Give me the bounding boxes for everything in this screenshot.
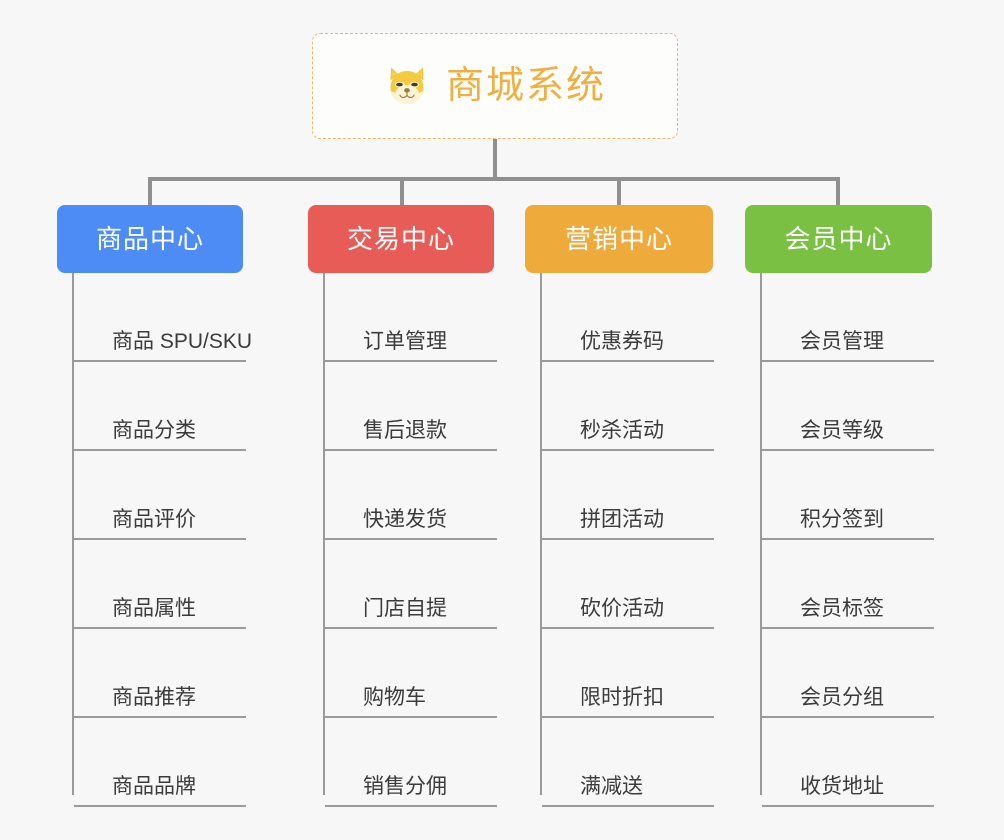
category-column-1: 商品中心 商品 SPU/SKU 商品分类 商品评价 商品属性 商品推荐 商品品牌	[57, 205, 252, 807]
list-item[interactable]: 门店自提	[323, 540, 497, 629]
list-item[interactable]: 秒杀活动	[540, 362, 714, 451]
list-item[interactable]: 销售分佣	[323, 718, 497, 807]
item-label: 会员标签	[762, 597, 934, 629]
item-label: 积分签到	[762, 508, 934, 540]
category-column-3: 营销中心 优惠券码 秒杀活动 拼团活动 砍价活动 限时折扣 满减送	[525, 205, 714, 807]
list-item[interactable]: 积分签到	[760, 451, 934, 540]
list-item[interactable]: 会员等级	[760, 362, 934, 451]
branch-trunk-3	[540, 273, 542, 795]
list-item[interactable]: 订单管理	[323, 273, 497, 362]
list-item[interactable]: 商品品牌	[72, 718, 246, 807]
list-item[interactable]: 拼团活动	[540, 451, 714, 540]
list-item[interactable]: 商品属性	[72, 540, 246, 629]
item-label: 商品 SPU/SKU	[74, 330, 252, 362]
list-item[interactable]: 满减送	[540, 718, 714, 807]
list-item[interactable]: 会员分组	[760, 629, 934, 718]
item-label: 销售分佣	[325, 775, 497, 807]
category-column-2: 交易中心 订单管理 售后退款 快递发货 门店自提 购物车 销售分佣	[308, 205, 497, 807]
item-label: 商品推荐	[74, 686, 246, 718]
item-label: 会员管理	[762, 330, 934, 362]
list-item[interactable]: 砍价活动	[540, 540, 714, 629]
list-item[interactable]: 商品分类	[72, 362, 246, 451]
item-label: 购物车	[325, 686, 497, 718]
branch-3: 优惠券码 秒杀活动 拼团活动 砍价活动 限时折扣 满减送	[540, 273, 714, 807]
item-label: 收货地址	[762, 775, 934, 807]
branch-trunk-1	[72, 273, 74, 795]
category-header-2[interactable]: 交易中心	[308, 205, 494, 273]
branch-trunk-4	[760, 273, 762, 795]
root-node[interactable]: 商城系统	[312, 33, 678, 139]
connector-horizontal-bus	[148, 177, 837, 181]
list-item[interactable]: 商品评价	[72, 451, 246, 540]
list-item[interactable]: 优惠券码	[540, 273, 714, 362]
branch-trunk-2	[323, 273, 325, 795]
item-label: 限时折扣	[542, 686, 714, 718]
list-item[interactable]: 售后退款	[323, 362, 497, 451]
item-list-4: 会员管理 会员等级 积分签到 会员标签 会员分组 收货地址	[760, 273, 934, 807]
connector-root-stem	[493, 139, 497, 180]
category-column-4: 会员中心 会员管理 会员等级 积分签到 会员标签 会员分组 收货地址	[745, 205, 934, 807]
branch-1: 商品 SPU/SKU 商品分类 商品评价 商品属性 商品推荐 商品品牌	[72, 273, 252, 807]
item-label: 拼团活动	[542, 508, 714, 540]
category-header-3[interactable]: 营销中心	[525, 205, 713, 273]
root-title: 商城系统	[445, 65, 606, 107]
item-label: 快递发货	[325, 508, 497, 540]
connector-drop-2	[400, 177, 404, 205]
branch-2: 订单管理 售后退款 快递发货 门店自提 购物车 销售分佣	[323, 273, 497, 807]
category-header-4[interactable]: 会员中心	[745, 205, 932, 273]
list-item[interactable]: 商品 SPU/SKU	[72, 273, 252, 362]
connector-drop-4	[836, 177, 840, 205]
list-item[interactable]: 购物车	[323, 629, 497, 718]
branch-4: 会员管理 会员等级 积分签到 会员标签 会员分组 收货地址	[760, 273, 934, 807]
category-header-1[interactable]: 商品中心	[57, 205, 243, 273]
item-label: 会员等级	[762, 419, 934, 451]
item-label: 订单管理	[325, 330, 497, 362]
item-label: 会员分组	[762, 686, 934, 718]
item-label: 优惠券码	[542, 330, 714, 362]
item-label: 满减送	[542, 775, 714, 807]
item-label: 秒杀活动	[542, 419, 714, 451]
item-label: 门店自提	[325, 597, 497, 629]
item-label: 售后退款	[325, 419, 497, 451]
item-list-1: 商品 SPU/SKU 商品分类 商品评价 商品属性 商品推荐 商品品牌	[72, 273, 252, 807]
connector-drop-3	[617, 177, 621, 205]
item-label: 商品评价	[74, 508, 246, 540]
list-item[interactable]: 限时折扣	[540, 629, 714, 718]
list-item[interactable]: 会员标签	[760, 540, 934, 629]
item-list-3: 优惠券码 秒杀活动 拼团活动 砍价活动 限时折扣 满减送	[540, 273, 714, 807]
list-item[interactable]: 商品推荐	[72, 629, 246, 718]
item-label: 商品品牌	[74, 775, 246, 807]
connector-drop-1	[148, 177, 152, 205]
item-label: 商品分类	[74, 419, 246, 451]
shiba-dog-face-icon	[390, 67, 424, 104]
list-item[interactable]: 快递发货	[323, 451, 497, 540]
list-item[interactable]: 会员管理	[760, 273, 934, 362]
item-label: 砍价活动	[542, 597, 714, 629]
list-item[interactable]: 收货地址	[760, 718, 934, 807]
item-list-2: 订单管理 售后退款 快递发货 门店自提 购物车 销售分佣	[323, 273, 497, 807]
item-label: 商品属性	[74, 597, 246, 629]
